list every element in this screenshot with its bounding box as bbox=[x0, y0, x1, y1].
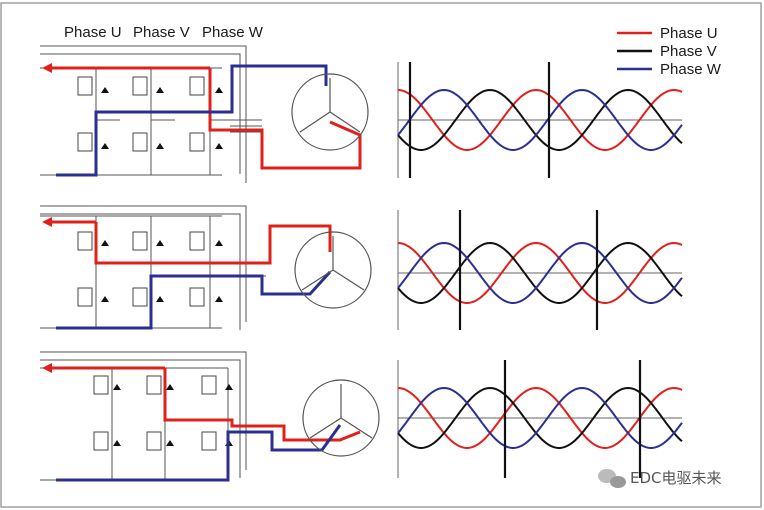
igbt-switch-icon bbox=[146, 431, 162, 451]
watermark: EDC电驱未来 bbox=[598, 469, 722, 488]
current-path-red-2 bbox=[50, 220, 332, 265]
arrow-red-3 bbox=[42, 363, 52, 373]
diode-icon bbox=[156, 143, 164, 149]
diode-icon bbox=[156, 240, 164, 246]
motor-stator-1 bbox=[291, 73, 369, 151]
current-path-blue-1 bbox=[56, 64, 328, 177]
diodes-2 bbox=[101, 240, 223, 302]
igbt-switch-icon bbox=[77, 132, 93, 152]
igbt-switch-icon bbox=[93, 431, 109, 451]
diode-icon bbox=[101, 296, 109, 302]
igbt-switch-icon bbox=[189, 132, 205, 152]
wechat-icon bbox=[598, 469, 626, 488]
panel-3 bbox=[40, 351, 380, 482]
diode-icon bbox=[166, 440, 174, 446]
panel-1 bbox=[40, 45, 369, 183]
igbt-switch-icon bbox=[132, 231, 148, 251]
phase-u-curve bbox=[397, 386, 683, 449]
igbt-switch-icon bbox=[77, 231, 93, 251]
igbt-switch-icon bbox=[189, 287, 205, 307]
panel-2 bbox=[40, 205, 372, 330]
igbt-switch-icon bbox=[189, 231, 205, 251]
diode-icon bbox=[166, 384, 174, 390]
diodes-1 bbox=[101, 87, 223, 149]
diode-icon bbox=[101, 240, 109, 246]
igbt-switches-1 bbox=[77, 76, 205, 152]
diode-icon bbox=[113, 384, 121, 390]
legend: Phase U Phase V Phase W bbox=[617, 25, 722, 78]
igbt-switch-icon bbox=[132, 287, 148, 307]
legend-label-phase-v: Phase V bbox=[660, 43, 717, 60]
diode-icon bbox=[215, 87, 223, 93]
diode-icon bbox=[101, 143, 109, 149]
motor-winding-icon bbox=[301, 236, 365, 291]
phase-v-curve bbox=[397, 241, 683, 304]
waveform-plot-3 bbox=[397, 360, 683, 478]
diode-icon bbox=[101, 87, 109, 93]
igbt-switch-icon bbox=[77, 287, 93, 307]
legend-label-phase-w: Phase W bbox=[660, 61, 722, 78]
diode-icon bbox=[113, 440, 121, 446]
diode-icon bbox=[156, 296, 164, 302]
igbt-switches-3 bbox=[93, 375, 217, 451]
current-path-blue-3 bbox=[56, 424, 342, 482]
diode-icon bbox=[215, 240, 223, 246]
igbt-switch-icon bbox=[201, 431, 217, 451]
legend-label-phase-u: Phase U bbox=[660, 25, 718, 42]
arrow-red-1 bbox=[42, 63, 52, 73]
arrow-red-2 bbox=[42, 217, 52, 227]
igbt-switch-icon bbox=[132, 132, 148, 152]
phase-v-curve bbox=[397, 88, 683, 151]
header-phase-v: Phase V bbox=[133, 24, 190, 41]
phase-u-curve bbox=[397, 88, 683, 151]
igbt-switch-icon bbox=[77, 76, 93, 96]
header-phase-w: Phase W bbox=[202, 24, 264, 41]
igbt-switch-icon bbox=[201, 375, 217, 395]
motor-winding-icon bbox=[309, 384, 373, 439]
motor-stator-3 bbox=[302, 379, 380, 457]
phase-waveforms bbox=[397, 62, 683, 478]
phase-w-curve bbox=[397, 386, 683, 449]
header-phase-u: Phase U bbox=[64, 24, 122, 41]
diode-icon bbox=[156, 87, 164, 93]
phase-v-curve bbox=[397, 386, 683, 449]
waveform-plot-1 bbox=[397, 62, 683, 178]
diode-icon bbox=[215, 296, 223, 302]
phase-u-curve bbox=[397, 241, 683, 304]
igbt-switches-2 bbox=[77, 231, 205, 307]
current-path-blue-2 bbox=[56, 270, 332, 330]
waveform-plot-2 bbox=[397, 210, 683, 330]
watermark-text: EDC电驱未来 bbox=[630, 469, 722, 487]
igbt-switch-icon bbox=[146, 375, 162, 395]
phase-w-curve bbox=[397, 241, 683, 304]
igbt-switch-icon bbox=[93, 375, 109, 395]
igbt-switch-icon bbox=[132, 76, 148, 96]
igbt-switch-icon bbox=[189, 76, 205, 96]
diode-icon bbox=[225, 384, 233, 390]
phase-w-curve bbox=[397, 88, 683, 151]
motor-winding-icon bbox=[299, 78, 361, 133]
motor-stator-2 bbox=[294, 231, 372, 309]
diode-icon bbox=[215, 143, 223, 149]
